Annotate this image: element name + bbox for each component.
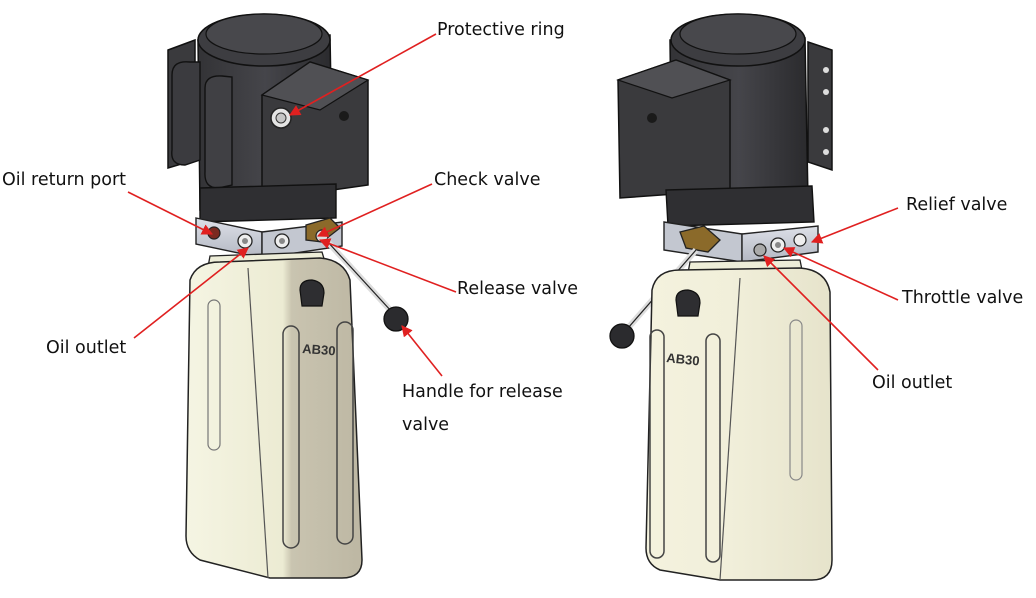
right-tank-lettering: AB30: [666, 350, 701, 368]
right-pump-unit: [609, 13, 833, 581]
arrow-right-oil-outlet: [763, 255, 879, 371]
arrow-release-valve: [318, 238, 457, 293]
arrow-check-valve: [316, 183, 433, 237]
label-left-oil-outlet: Oil outlet: [46, 338, 127, 358]
label-throttle-valve: Throttle valve: [902, 288, 1024, 308]
label-oil-return-port: Oil return port: [2, 170, 127, 190]
left-pump-unit: [167, 13, 409, 579]
arrow-protective-ring: [289, 33, 437, 116]
arrow-relief-valve: [810, 207, 899, 244]
left-tank-lettering: AB30: [302, 341, 336, 358]
label-release-valve: Release valve: [457, 279, 579, 299]
label-handle-release-valve: Handle for release valve: [402, 382, 563, 435]
arrow-left-oil-outlet: [133, 247, 249, 339]
label-check-valve: Check valve: [434, 170, 541, 190]
arrow-oil-return-port: [127, 191, 214, 235]
arrow-handle: [401, 325, 443, 377]
callout-arrows: [127, 33, 899, 377]
label-relief-valve: Relief valve: [906, 195, 1008, 215]
label-protective-ring: Protective ring: [437, 20, 565, 40]
label-right-oil-outlet: Oil outlet: [872, 373, 953, 393]
arrow-throttle-valve: [782, 247, 899, 301]
